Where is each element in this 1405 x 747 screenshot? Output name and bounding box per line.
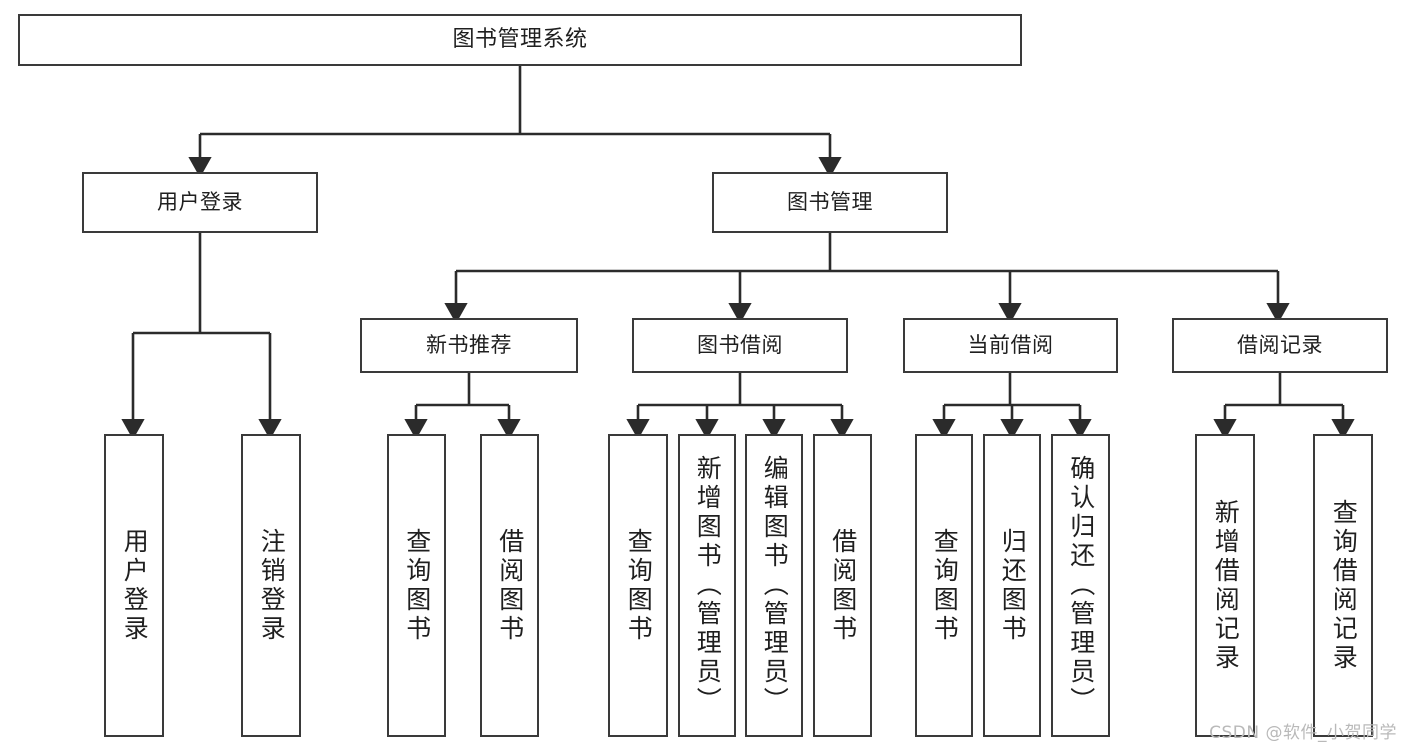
node-leaf-user-login[interactable]: 用户登录 xyxy=(104,434,164,737)
node-label: 新增图书（管理员） xyxy=(693,455,723,716)
node-label: 图书借阅 xyxy=(697,332,783,357)
node-label: 编辑图书（管理员） xyxy=(760,455,790,716)
node-leaf-user-logout[interactable]: 注销登录 xyxy=(241,434,301,737)
node-label: 借阅图书 xyxy=(495,527,525,644)
node-label: 图书管理 xyxy=(787,189,873,214)
node-leaf-recommend-borrow-book[interactable]: 借阅图书 xyxy=(480,434,539,737)
node-leaf-current-query-book[interactable]: 查询图书 xyxy=(915,434,973,737)
node-current-borrow[interactable]: 当前借阅 xyxy=(903,318,1118,373)
node-book-manage[interactable]: 图书管理 xyxy=(712,172,948,233)
node-label: 归还图书 xyxy=(998,527,1028,644)
node-label: 用户登录 xyxy=(157,189,243,214)
node-leaf-current-confirm-return-admin[interactable]: 确认归还（管理员） xyxy=(1051,434,1110,737)
node-label: 查询图书 xyxy=(402,527,432,644)
node-label: 图书管理系统 xyxy=(452,27,588,53)
csdn-watermark: CSDN @软件_小贺同学 xyxy=(1209,723,1397,743)
node-label: 当前借阅 xyxy=(967,332,1054,357)
node-leaf-borrow-query-book[interactable]: 查询图书 xyxy=(608,434,668,737)
node-leaf-borrow-edit-book-admin[interactable]: 编辑图书（管理员） xyxy=(745,434,803,737)
node-label: 新增借阅记录 xyxy=(1211,498,1241,673)
node-label: 查询图书 xyxy=(624,527,654,644)
node-label: 查询图书 xyxy=(930,527,960,644)
node-new-book-recommend[interactable]: 新书推荐 xyxy=(360,318,578,373)
node-root-book-management-system[interactable]: 图书管理系统 xyxy=(18,14,1022,66)
node-leaf-record-query-borrow-record[interactable]: 查询借阅记录 xyxy=(1313,434,1373,737)
node-leaf-recommend-query-book[interactable]: 查询图书 xyxy=(387,434,446,737)
node-book-borrow[interactable]: 图书借阅 xyxy=(632,318,848,373)
node-label: 注销登录 xyxy=(257,527,287,644)
node-leaf-current-return-book[interactable]: 归还图书 xyxy=(983,434,1041,737)
node-label: 确认归还（管理员） xyxy=(1066,455,1096,716)
node-borrow-record[interactable]: 借阅记录 xyxy=(1172,318,1388,373)
node-leaf-record-add-borrow-record[interactable]: 新增借阅记录 xyxy=(1195,434,1255,737)
node-leaf-borrow-lend-book[interactable]: 借阅图书 xyxy=(813,434,872,737)
node-label: 用户登录 xyxy=(120,527,150,644)
node-label: 借阅记录 xyxy=(1237,332,1323,357)
node-label: 新书推荐 xyxy=(426,332,512,357)
node-label: 查询借阅记录 xyxy=(1329,498,1359,673)
node-user-login[interactable]: 用户登录 xyxy=(82,172,318,233)
node-leaf-borrow-add-book-admin[interactable]: 新增图书（管理员） xyxy=(678,434,736,737)
node-label: 借阅图书 xyxy=(828,527,858,644)
